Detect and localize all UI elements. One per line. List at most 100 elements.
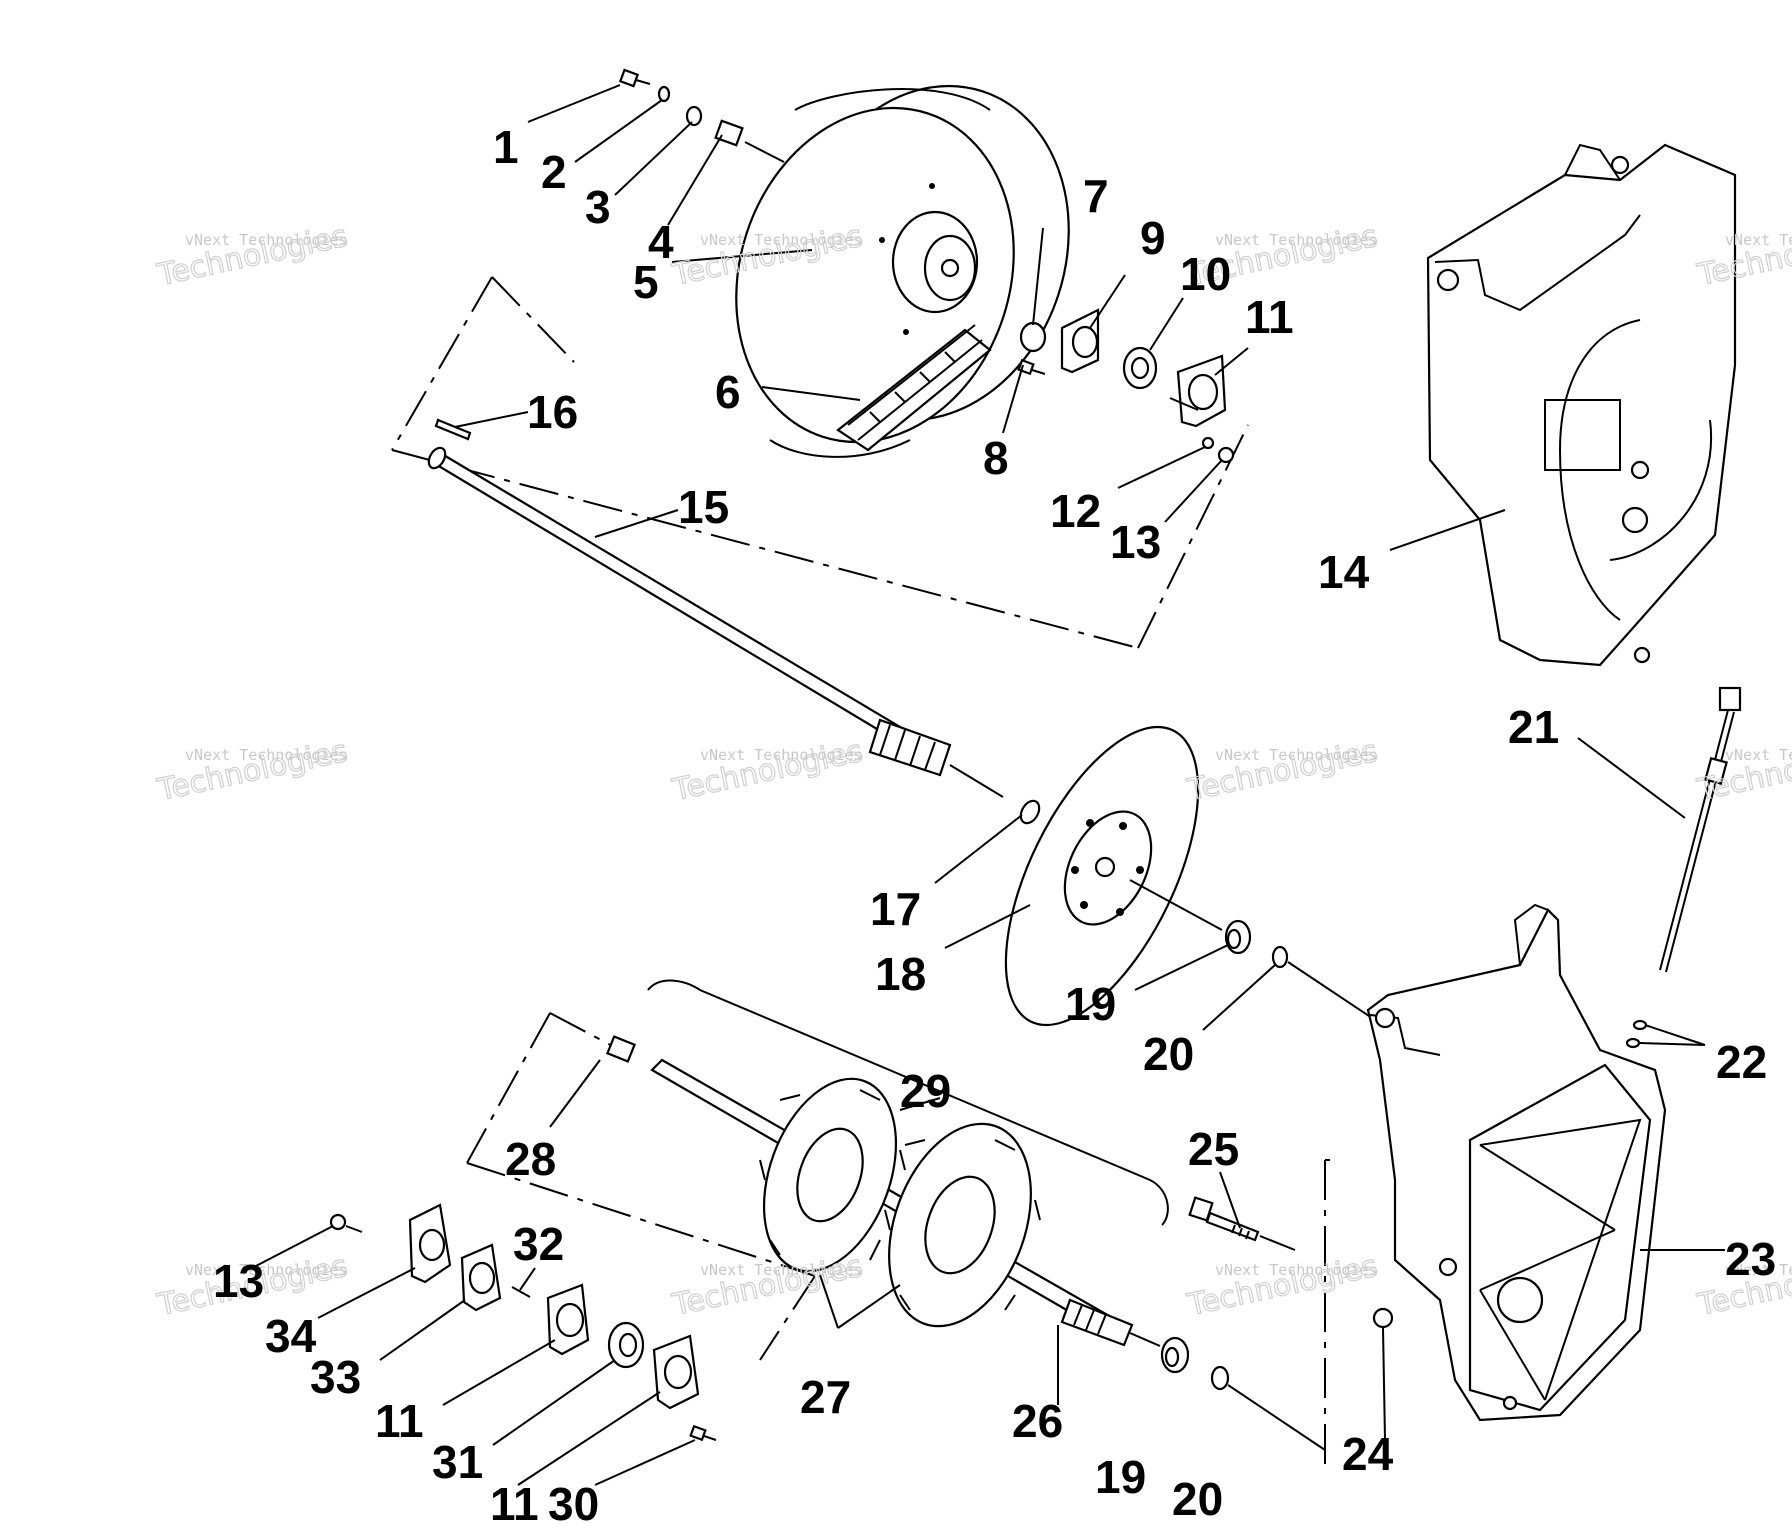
drive-sprocket-27a [759,1077,906,1273]
chaincase-housing-23 [1366,903,1667,1422]
callout-12: 12 [1050,485,1101,537]
watermark-text: vNext Technologies [1725,1261,1792,1279]
lower-shaft-bracket [466,1012,816,1361]
watermark-text: Technologies [1184,1249,1381,1324]
callout-33: 33 [310,1351,361,1403]
driveshaft-15 [427,446,952,777]
bearing-31 [607,1321,645,1369]
callout-8: 8 [983,432,1009,484]
watermark-text: vNext Technologies [1215,746,1378,764]
watermark-text: vNext Technologies [700,746,863,764]
watermark-text: vNext Technologies [1215,1261,1378,1279]
callout-11-lower-a: 11 [375,1395,424,1447]
callout-13-upper: 13 [1110,516,1161,568]
flange-34 [408,1203,452,1284]
nut-13-upper [1217,446,1235,464]
callout-5: 5 [633,256,659,308]
callout-6: 6 [715,366,741,418]
spacer-4 [714,119,744,147]
brake-disc-18 [1004,725,1200,1027]
watermark-text: Technologies [154,219,351,294]
watermark-text: vNext Technologies [700,1261,863,1279]
dipstick-21 [1659,686,1742,973]
callout-4: 4 [648,216,674,268]
callout-labels: 1 2 3 4 5 6 7 8 9 10 11 12 13 14 15 16 1… [213,121,1776,1530]
watermark-text: Technologies [1694,734,1792,809]
callout-19-upper: 19 [1065,978,1116,1030]
watermark-text: Technologies [1184,734,1381,809]
washer-12 [1201,436,1215,450]
watermark-text: Technologies [154,734,351,809]
bolt-30 [689,1424,717,1442]
callout-21: 21 [1508,701,1559,753]
drive-belt [836,324,992,452]
bolt-1 [618,68,651,88]
seal-19-lower [1160,1336,1190,1374]
upper-shaft-bracket [391,276,1249,649]
watermark-text: vNext Technologies [1215,231,1378,249]
callout-17: 17 [870,883,921,935]
callout-9: 9 [1140,212,1166,264]
callout-3: 3 [585,181,611,233]
nut-24 [1372,1307,1394,1329]
bolt-25 [1188,1196,1260,1242]
housing-bracket [1324,1159,1330,1465]
callout-7: 7 [1083,170,1109,222]
callout-23: 23 [1725,1233,1776,1285]
oring-22b [1625,1037,1641,1049]
callout-2: 2 [541,146,567,198]
callout-24: 24 [1342,1428,1394,1480]
watermark-text: vNext Technologies [1725,231,1792,249]
watermark-text: vNext Technologies [700,231,863,249]
end-cap-28 [605,1035,637,1063]
washer-3 [685,105,703,127]
watermark-text: vNext Technologies [185,231,348,249]
callout-30: 30 [548,1478,599,1530]
circlip-17 [1019,799,1041,825]
sprocket-bracket-29 [647,979,1169,1226]
pin-32 [511,1286,531,1298]
flange-11-lower-b [652,1334,700,1410]
seal-19-upper [1224,919,1252,955]
callout-15: 15 [678,481,729,533]
callout-1: 1 [493,121,519,173]
callout-11-lower-b: 11 [490,1478,539,1530]
callout-27: 27 [800,1371,851,1423]
callout-20-upper: 20 [1143,1028,1194,1080]
watermark-text: vNext Technologies [1725,746,1792,764]
bearing-10 [1122,346,1158,390]
gasket-33 [460,1243,502,1312]
watermark-text: vNext Technologies [185,1261,348,1279]
nut-13-lower [329,1213,347,1231]
callout-11-upper: 11 [1245,291,1294,343]
callout-14: 14 [1318,546,1370,598]
callout-19-lower: 19 [1095,1451,1146,1503]
watermark-text: vNext Technologies [185,746,348,764]
callout-18: 18 [875,948,926,1000]
callout-13-lower: 13 [213,1255,264,1307]
callout-32: 32 [513,1218,564,1270]
oring-20-lower [1210,1365,1230,1391]
callout-31: 31 [432,1436,483,1488]
flange-9 [1060,308,1100,374]
callout-22: 22 [1716,1036,1767,1088]
callout-16: 16 [527,386,578,438]
key-16 [434,418,472,441]
callout-26: 26 [1012,1395,1063,1447]
leader-lines [251,84,1725,1486]
callout-34: 34 [265,1310,317,1362]
callout-28: 28 [505,1133,556,1185]
chaincase-14 [1426,143,1737,667]
washer-7 [1019,321,1047,353]
callout-10: 10 [1180,248,1231,300]
callout-25: 25 [1188,1123,1239,1175]
flange-11-lower-a [546,1283,590,1356]
callout-20-lower: 20 [1172,1473,1223,1525]
flange-11-upper [1176,354,1227,428]
oring-22a [1632,1019,1648,1031]
drive-sprocket-27b [884,1122,1041,1328]
callout-29: 29 [900,1065,951,1117]
oring-20-upper [1271,945,1289,969]
drive-clutch-pulley [735,84,1070,458]
